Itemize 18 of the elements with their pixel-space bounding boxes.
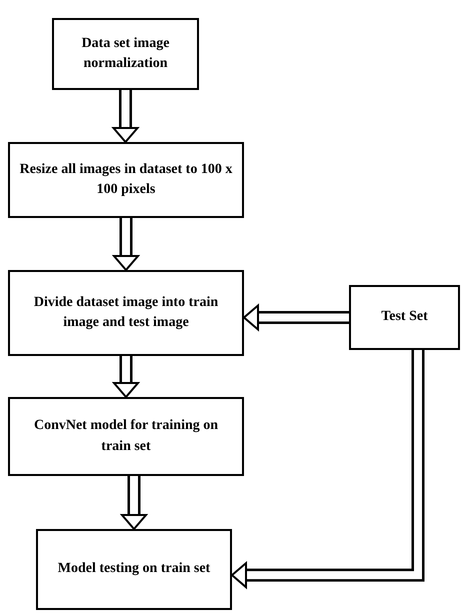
hollow-arrow xyxy=(112,218,140,272)
box-label: Model testing on train set xyxy=(58,560,210,578)
process-box xyxy=(8,270,244,356)
process-box xyxy=(8,397,244,476)
box-label: Test Set xyxy=(381,308,428,326)
box-label: Data set image normalization xyxy=(80,34,170,73)
process-box xyxy=(349,285,460,350)
hollow-arrow xyxy=(111,90,140,144)
process-box xyxy=(36,529,232,610)
hollow-arrow xyxy=(120,476,148,531)
process-box xyxy=(8,142,244,218)
hollow-arrow xyxy=(242,303,349,332)
box-label: ConvNet model for training on train set xyxy=(32,417,220,456)
box-label: Divide dataset image into train image and test image xyxy=(32,294,220,332)
hollow-arrow xyxy=(230,350,424,590)
box-label: Resize all images in dataset to 100 x 100 pixels xyxy=(18,160,234,199)
process-box xyxy=(52,18,199,90)
hollow-arrow xyxy=(112,356,140,399)
